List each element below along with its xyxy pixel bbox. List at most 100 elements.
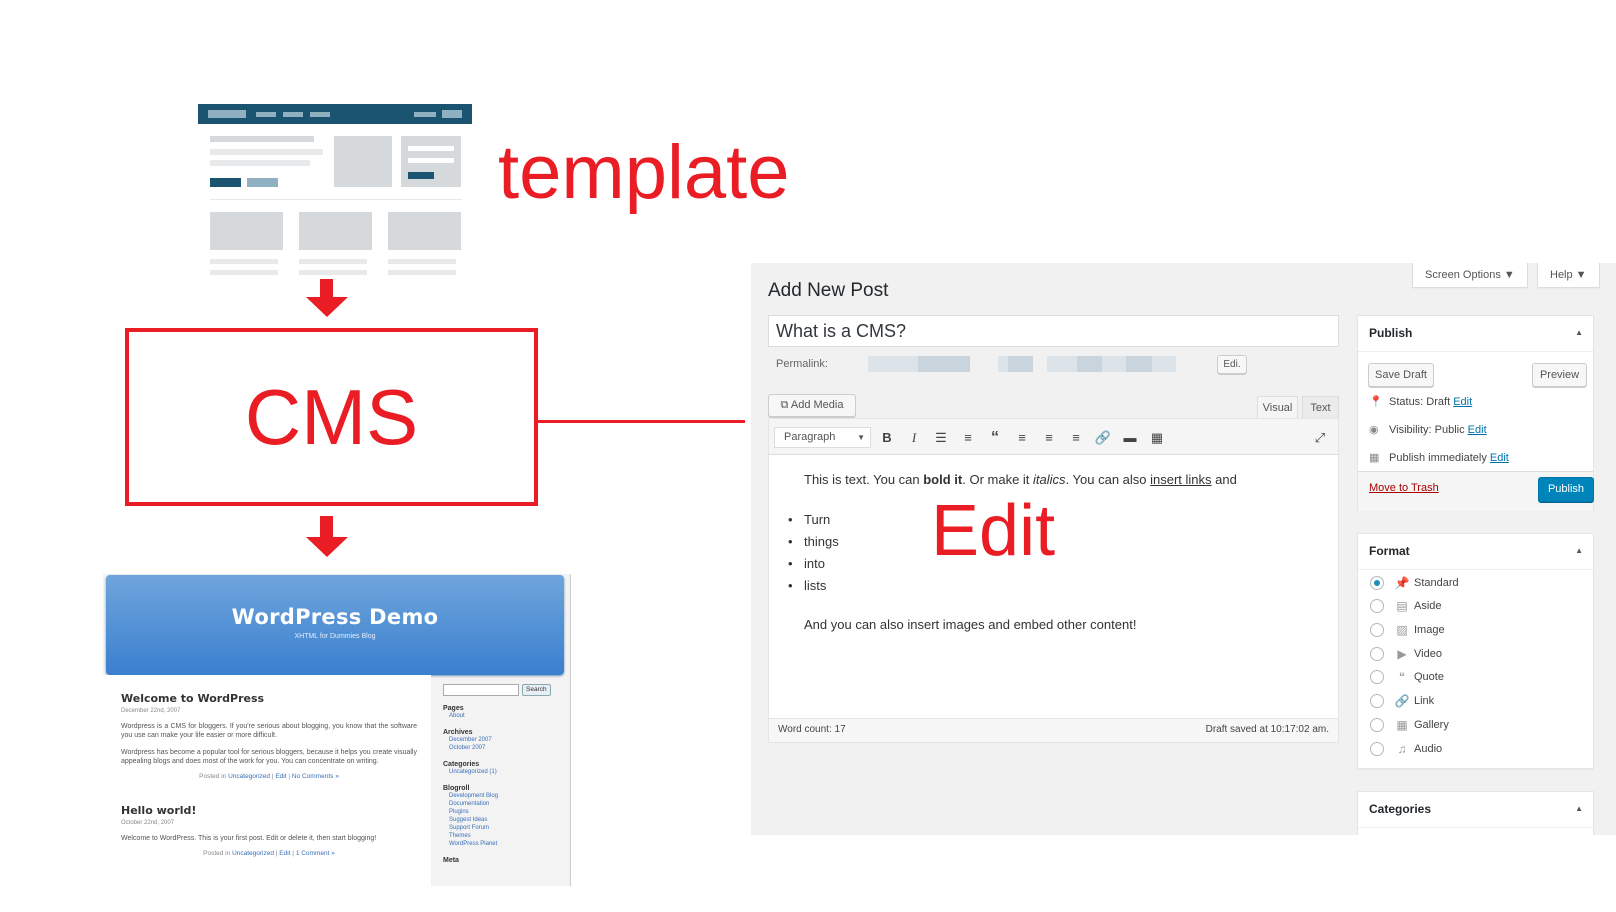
- format-option-gallery[interactable]: ▦Gallery: [1370, 717, 1449, 733]
- format-option-video[interactable]: ▶Video: [1370, 646, 1442, 662]
- wp-sidebar-link[interactable]: Themes: [449, 833, 471, 839]
- radio-aside[interactable]: [1370, 599, 1384, 613]
- wp-sidebar-link[interactable]: WordPress Planet: [449, 841, 498, 847]
- radio-gallery[interactable]: [1370, 718, 1384, 732]
- wp-post-meta: Posted in Uncategorized | Edit | No Comm…: [199, 773, 339, 780]
- wp-post: Hello world! October 22nd, 2007 Welcome …: [121, 804, 417, 857]
- post-content-editor[interactable]: Paragraph▼ B I ☰ ≡ “ ≡ ≡ ≡ 🔗 ▬ ▦ ⤢ This …: [768, 418, 1339, 743]
- format-option-image[interactable]: ▨Image: [1370, 622, 1445, 638]
- content-link[interactable]: insert links: [1150, 472, 1212, 487]
- schedule-row: ▦Publish immediately Edit: [1369, 452, 1509, 464]
- eye-icon: ◉: [1369, 424, 1379, 436]
- preview-button[interactable]: Preview: [1532, 363, 1587, 387]
- wp-search-input[interactable]: [443, 684, 519, 696]
- align-left-icon[interactable]: ≡: [1018, 430, 1026, 445]
- read-more-icon[interactable]: ▬: [1123, 430, 1137, 445]
- schedule-edit-link[interactable]: Edit: [1489, 452, 1509, 464]
- bullet-list-icon[interactable]: ☰: [935, 430, 947, 445]
- radio-standard[interactable]: [1370, 576, 1384, 590]
- tab-visual[interactable]: Visual: [1257, 396, 1298, 418]
- publish-button[interactable]: Publish: [1538, 477, 1594, 502]
- bold-icon[interactable]: B: [882, 430, 892, 445]
- format-option-quote[interactable]: “Quote: [1370, 669, 1444, 685]
- wp-search: Search: [443, 684, 563, 696]
- wp-demo-subtitle: XHTML for Dummies Blog: [294, 633, 376, 640]
- wp-sidebar-link[interactable]: December 2007: [449, 737, 492, 743]
- format-option-aside[interactable]: ▤Aside: [1370, 598, 1442, 614]
- wp-sidebar-link[interactable]: Plugins: [449, 809, 469, 815]
- screen-options-button[interactable]: Screen Options ▼: [1412, 263, 1528, 288]
- template-wireframe: [198, 104, 472, 276]
- wp-sidebar-link[interactable]: Support Forum: [449, 825, 490, 831]
- format-select[interactable]: Paragraph▼: [774, 427, 871, 448]
- tab-text[interactable]: Text: [1302, 396, 1339, 418]
- permalink-edit-button[interactable]: Edi.: [1217, 355, 1247, 374]
- categories-box-header[interactable]: Categories▲: [1358, 792, 1593, 828]
- format-option-link[interactable]: 🔗Link: [1370, 693, 1434, 709]
- wp-sidebar-link[interactable]: Documentation: [449, 801, 490, 807]
- wp-post-edit-link[interactable]: Edit: [275, 773, 287, 780]
- wp-search-button[interactable]: Search: [522, 684, 551, 696]
- radio-link[interactable]: [1370, 694, 1384, 708]
- editor-toolbar: Paragraph▼ B I ☰ ≡ “ ≡ ≡ ≡ 🔗 ▬ ▦ ⤢: [769, 419, 1338, 455]
- wp-demo-header: WordPress Demo XHTML for Dummies Blog: [106, 575, 564, 675]
- calendar-icon: ▦: [1369, 452, 1380, 464]
- help-button[interactable]: Help ▼: [1537, 263, 1600, 288]
- wp-post-category-link[interactable]: Uncategorized: [232, 850, 274, 857]
- list-item: things: [788, 531, 1338, 553]
- radio-video[interactable]: [1370, 647, 1384, 661]
- pin-icon: 📍: [1369, 396, 1383, 408]
- wp-post-comments-link[interactable]: No Comments »: [291, 773, 339, 780]
- cms-box: CMS: [125, 328, 538, 506]
- image-icon: ▨: [1396, 623, 1408, 637]
- publish-box: Publish▲ Save Draft Preview 📍Status: Dra…: [1357, 315, 1594, 511]
- format-box-header[interactable]: Format▲: [1358, 534, 1593, 570]
- aside-icon: ▤: [1396, 599, 1408, 613]
- add-media-button[interactable]: ⧉ Add Media: [768, 394, 856, 417]
- wp-sidebar-link[interactable]: Suggest Ideas: [449, 817, 488, 823]
- format-option-audio[interactable]: ♫Audio: [1370, 741, 1442, 757]
- wp-sidebar-heading: Blogroll: [443, 785, 470, 792]
- wp-post-comments-link[interactable]: 1 Comment »: [295, 850, 335, 857]
- insert-link-icon[interactable]: 🔗: [1094, 430, 1112, 445]
- move-to-trash-link[interactable]: Move to Trash: [1369, 482, 1439, 494]
- wp-post-title[interactable]: Welcome to WordPress: [121, 692, 265, 705]
- arrow-down-1: [320, 279, 333, 297]
- visibility-edit-link[interactable]: Edit: [1467, 424, 1487, 436]
- wp-post-paragraph: Welcome to WordPress. This is your first…: [121, 835, 377, 842]
- wp-post-title[interactable]: Hello world!: [121, 804, 197, 817]
- blockquote-icon[interactable]: “: [991, 429, 999, 446]
- numbered-list-icon[interactable]: ≡: [964, 430, 972, 445]
- wp-post-meta: Posted in Uncategorized | Edit | 1 Comme…: [203, 850, 335, 857]
- wp-post-edit-link[interactable]: Edit: [279, 850, 291, 857]
- wp-sidebar-link[interactable]: October 2007: [449, 745, 486, 751]
- status-edit-link[interactable]: Edit: [1453, 396, 1473, 408]
- collapse-icon: ▲: [1575, 328, 1583, 337]
- arrow-down-1-head: [306, 297, 348, 317]
- toolbar-toggle-icon[interactable]: ▦: [1150, 430, 1164, 445]
- list-item: lists: [788, 575, 1338, 597]
- wp-sidebar-link[interactable]: Uncategorized (1): [449, 769, 497, 775]
- wp-sidebar-link[interactable]: Development Blog: [449, 793, 499, 799]
- draft-saved-status: Draft saved at 10:17:02 am.: [1205, 724, 1329, 735]
- align-right-icon[interactable]: ≡: [1072, 430, 1080, 445]
- wp-sidebar-heading: Categories: [443, 761, 480, 768]
- save-draft-button[interactable]: Save Draft: [1368, 363, 1434, 387]
- list-item: into: [788, 553, 1338, 575]
- editor-content: This is text. You can bold it. Or make i…: [769, 455, 1338, 632]
- italic-icon[interactable]: I: [911, 430, 917, 445]
- post-title-input[interactable]: What is a CMS?: [768, 315, 1339, 347]
- radio-audio[interactable]: [1370, 742, 1384, 756]
- fullscreen-icon[interactable]: ⤢: [1314, 430, 1326, 445]
- radio-image[interactable]: [1370, 623, 1384, 637]
- wp-post-category-link[interactable]: Uncategorized: [228, 773, 271, 780]
- align-center-icon[interactable]: ≡: [1045, 430, 1053, 445]
- permalink-url[interactable]: [868, 356, 918, 372]
- publish-box-header[interactable]: Publish▲: [1358, 316, 1593, 352]
- format-option-standard[interactable]: 📌Standard: [1370, 575, 1459, 591]
- pin-icon: 📌: [1394, 576, 1410, 590]
- wp-post-paragraph: Wordpress has become a popular tool for …: [121, 749, 417, 765]
- quote-icon: “: [1399, 670, 1405, 684]
- radio-quote[interactable]: [1370, 670, 1384, 684]
- wp-sidebar-link[interactable]: About: [449, 713, 465, 719]
